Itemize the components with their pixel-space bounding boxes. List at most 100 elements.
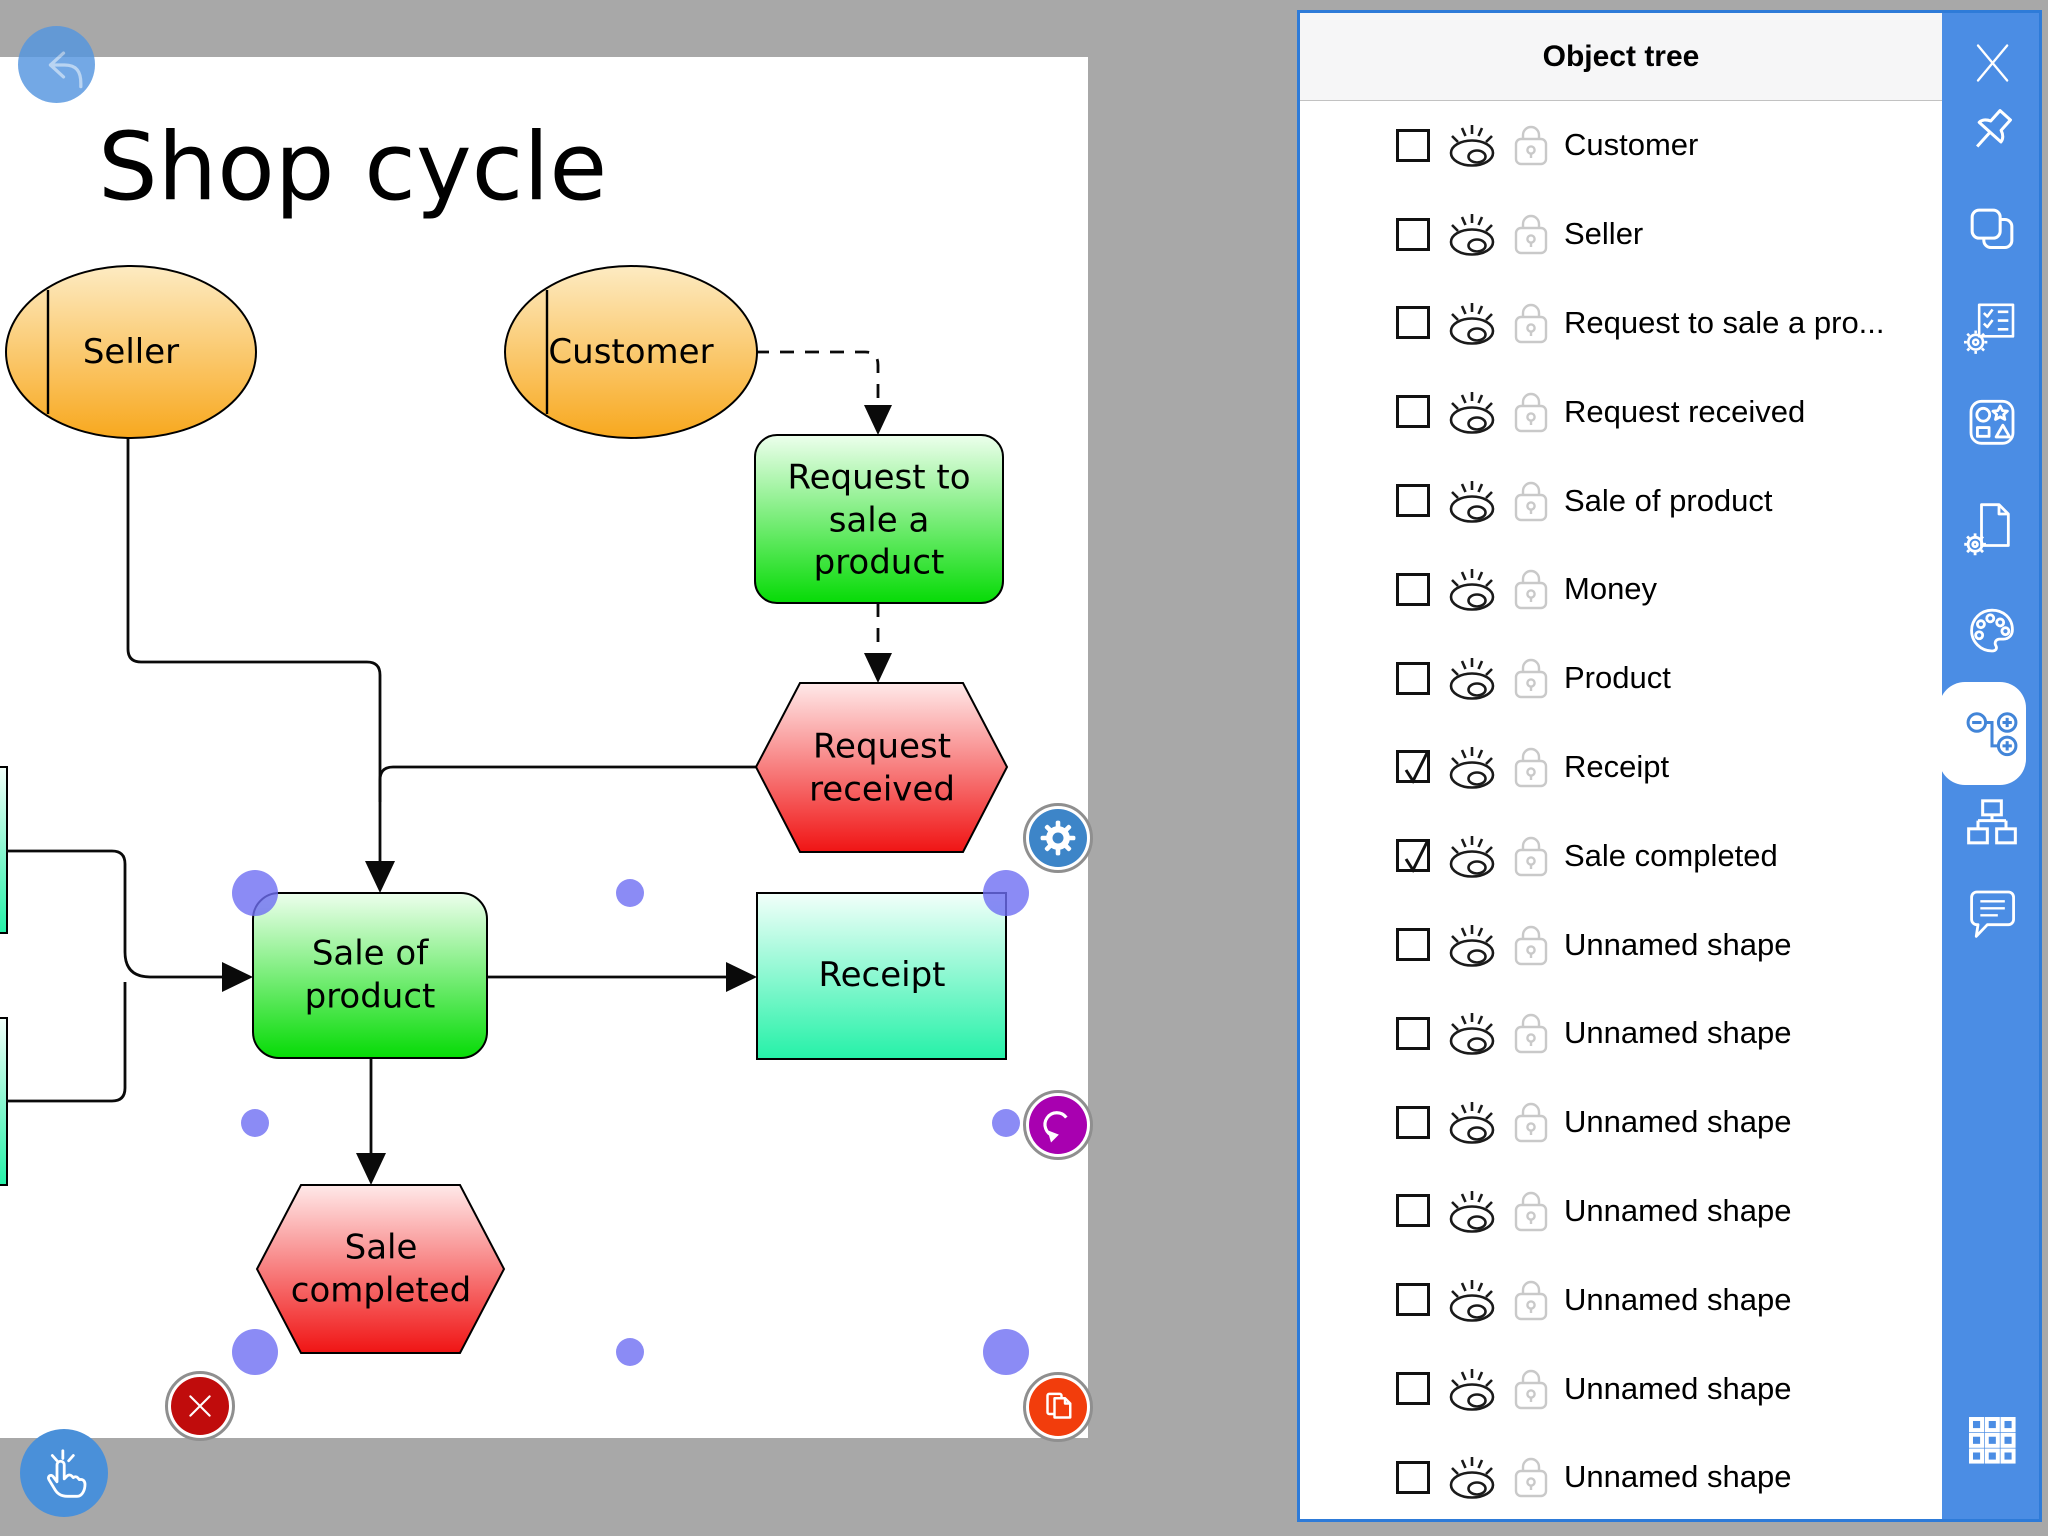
row-checkbox[interactable] <box>1396 928 1430 962</box>
page-settings-icon[interactable] <box>1964 500 2020 556</box>
shape-sale-of-product[interactable] <box>252 892 488 1059</box>
panel-header: Object tree <box>1300 13 1942 101</box>
row-label: Unnamed shape <box>1564 1459 1792 1495</box>
shape-seller[interactable] <box>5 265 257 439</box>
visibility-eye-icon[interactable] <box>1445 1010 1499 1056</box>
row-checkbox[interactable] <box>1396 1105 1430 1139</box>
visibility-eye-icon[interactable] <box>1445 1454 1499 1500</box>
lock-icon[interactable] <box>1513 301 1549 345</box>
delete-selection-button[interactable] <box>165 1371 235 1441</box>
row-checkbox[interactable] <box>1396 1194 1430 1228</box>
visibility-eye-icon[interactable] <box>1445 744 1499 790</box>
pin-icon[interactable] <box>1964 102 2020 158</box>
checklist-settings-icon[interactable] <box>1964 299 2020 355</box>
duplicate-icon[interactable] <box>1964 202 2020 258</box>
org-chart-icon[interactable] <box>1964 795 2020 851</box>
row-checkbox[interactable] <box>1396 395 1430 429</box>
visibility-eye-icon[interactable] <box>1445 478 1499 524</box>
drawing-canvas[interactable] <box>0 57 1088 1438</box>
object-tree-row[interactable]: Unnamed shape <box>1300 989 1942 1078</box>
lock-icon[interactable] <box>1513 834 1549 878</box>
panel-title: Object tree <box>1542 39 1700 73</box>
palette-icon[interactable] <box>1964 602 2020 658</box>
row-checkbox[interactable] <box>1396 484 1430 518</box>
visibility-eye-icon[interactable] <box>1445 922 1499 968</box>
visibility-eye-icon[interactable] <box>1445 655 1499 701</box>
lock-icon[interactable] <box>1513 923 1549 967</box>
lock-icon[interactable] <box>1513 479 1549 523</box>
lock-icon[interactable] <box>1513 1189 1549 1233</box>
visibility-eye-icon[interactable] <box>1445 122 1499 168</box>
lock-icon[interactable] <box>1513 1011 1549 1055</box>
visibility-eye-icon[interactable] <box>1445 566 1499 612</box>
object-tree-row[interactable]: Unnamed shape <box>1300 1078 1942 1167</box>
visibility-eye-icon[interactable] <box>1445 1277 1499 1323</box>
object-tree-row[interactable]: Unnamed shape <box>1300 1344 1942 1433</box>
row-checkbox[interactable] <box>1396 839 1430 874</box>
visibility-eye-icon[interactable] <box>1445 1099 1499 1145</box>
object-tree-icon[interactable] <box>1964 705 2020 761</box>
lock-icon[interactable] <box>1513 390 1549 434</box>
lock-icon[interactable] <box>1513 1367 1549 1411</box>
row-checkbox[interactable] <box>1396 1372 1430 1406</box>
visibility-eye-icon[interactable] <box>1445 1188 1499 1234</box>
shapes-library-icon[interactable] <box>1964 392 2020 448</box>
row-label: Unnamed shape <box>1564 1370 1792 1406</box>
close-panel-icon[interactable] <box>1964 35 2020 91</box>
object-tree-row[interactable]: Sale completed <box>1300 811 1942 900</box>
customer-label: Customer <box>548 331 714 372</box>
selection-settings-button[interactable] <box>1023 803 1093 873</box>
object-tree-row[interactable]: Unnamed shape <box>1300 1167 1942 1256</box>
lock-icon[interactable] <box>1513 123 1549 167</box>
row-checkbox[interactable] <box>1396 661 1430 695</box>
object-tree-row[interactable]: Product <box>1300 634 1942 723</box>
row-checkbox[interactable] <box>1396 572 1430 606</box>
grid-icon[interactable] <box>1964 1412 2020 1468</box>
shape-sale-completed[interactable] <box>255 1184 506 1354</box>
lock-icon[interactable] <box>1513 656 1549 700</box>
row-checkbox[interactable] <box>1396 306 1430 340</box>
object-tree-row[interactable]: Customer <box>1300 101 1942 190</box>
object-tree-row[interactable]: Money <box>1300 545 1942 634</box>
lock-icon[interactable] <box>1513 1278 1549 1322</box>
diagram-title[interactable]: Shop cycle <box>98 113 608 222</box>
object-tree-row[interactable]: Unnamed shape <box>1300 1433 1942 1519</box>
lock-icon[interactable] <box>1513 1455 1549 1499</box>
row-checkbox[interactable] <box>1396 217 1430 251</box>
rotate-button[interactable] <box>1023 1090 1093 1160</box>
clipped-shape-top[interactable] <box>0 766 8 934</box>
duplicate-selection-button[interactable] <box>1023 1372 1093 1442</box>
visibility-eye-icon[interactable] <box>1445 1366 1499 1412</box>
object-tree-row[interactable]: Sale of product <box>1300 456 1942 545</box>
object-tree-row[interactable]: Unnamed shape <box>1300 900 1942 989</box>
row-checkbox[interactable] <box>1396 1016 1430 1050</box>
object-tree-row[interactable]: Receipt <box>1300 723 1942 812</box>
row-label: Receipt <box>1564 748 1670 784</box>
shape-request-received[interactable] <box>754 682 1009 853</box>
visibility-eye-icon[interactable] <box>1445 833 1499 879</box>
shape-customer[interactable] <box>504 265 758 439</box>
object-tree-row[interactable]: Seller <box>1300 190 1942 279</box>
lock-icon[interactable] <box>1513 1100 1549 1144</box>
row-checkbox[interactable] <box>1396 1460 1430 1494</box>
sale-of-product-label: Sale of product <box>304 933 436 1017</box>
row-checkbox[interactable] <box>1396 1283 1430 1317</box>
lock-icon[interactable] <box>1513 212 1549 256</box>
row-checkbox[interactable] <box>1396 128 1430 162</box>
object-tree-row[interactable]: Request to sale a pro... <box>1300 279 1942 368</box>
shape-receipt[interactable] <box>756 892 1007 1060</box>
shape-request-to-sale[interactable] <box>754 434 1004 604</box>
row-checkbox[interactable] <box>1396 750 1430 785</box>
visibility-eye-icon[interactable] <box>1445 211 1499 257</box>
visibility-eye-icon[interactable] <box>1445 389 1499 435</box>
selection-handles[interactable] <box>232 870 1029 1375</box>
visibility-eye-icon[interactable] <box>1445 300 1499 346</box>
lock-icon[interactable] <box>1513 567 1549 611</box>
object-tree-row[interactable]: Request received <box>1300 367 1942 456</box>
undo-button[interactable] <box>18 26 95 103</box>
object-tree-row[interactable]: Unnamed shape <box>1300 1255 1942 1344</box>
comments-icon[interactable] <box>1964 885 2020 941</box>
clipped-shape-bottom[interactable] <box>0 1017 8 1186</box>
lock-icon[interactable] <box>1513 745 1549 789</box>
pan-mode-button[interactable] <box>20 1429 108 1517</box>
